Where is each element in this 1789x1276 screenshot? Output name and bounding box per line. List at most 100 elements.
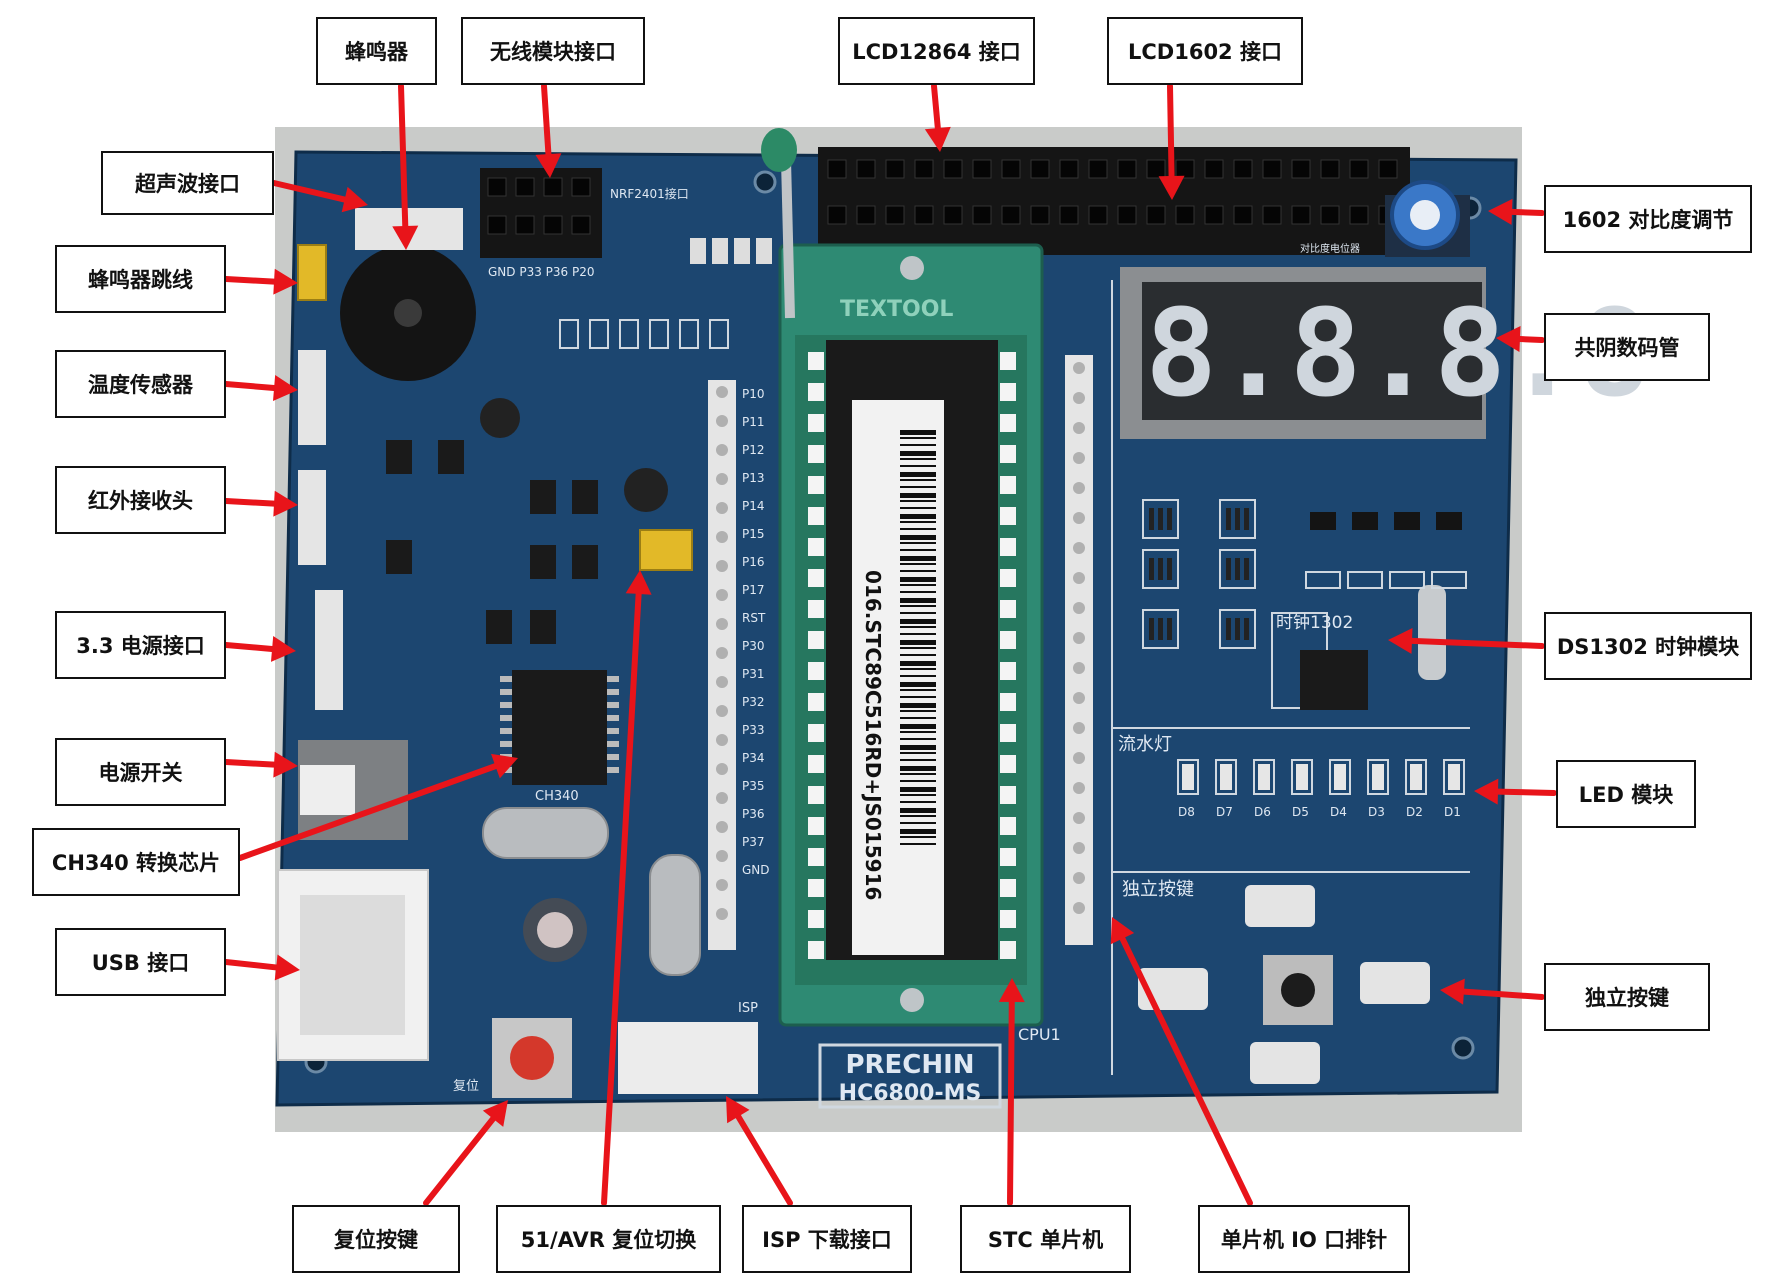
label-buzzer: 蜂鸣器 [316, 17, 437, 85]
contrast-pot-part: 对比度电位器 [1300, 180, 1470, 257]
arrow [1460, 988, 1545, 1000]
label-isp: ISP 下载接口 [742, 1205, 912, 1273]
led-label: D8 [1178, 805, 1195, 819]
arrowhead [726, 1096, 750, 1124]
led-silk: 流水灯 [1118, 734, 1172, 755]
label-stc-mcu: STC 单片机 [960, 1205, 1131, 1273]
ch340-silk: CH340 [535, 789, 579, 804]
label-lcd12864: LCD12864 接口 [838, 17, 1035, 85]
pin-label: P35 [742, 779, 765, 793]
pin-label: P34 [742, 751, 765, 765]
arrowhead [1474, 778, 1499, 805]
buzzer-part [297, 208, 476, 381]
pin-label: P33 [742, 723, 765, 737]
arrow [541, 83, 552, 158]
arrowhead [392, 225, 419, 250]
label-usb: USB 接口 [55, 928, 226, 996]
reset-silk: 复位 [453, 1079, 479, 1094]
pin-label: P15 [742, 527, 765, 541]
led-label: D4 [1330, 805, 1347, 819]
arrowhead [1496, 326, 1521, 353]
label-reset-key: 复位按键 [292, 1205, 460, 1273]
pin-label: P16 [742, 555, 765, 569]
brand: PRECHIN [845, 1050, 974, 1080]
pin-label: P14 [742, 499, 765, 513]
label-buzzer-jumper: 蜂鸣器跳线 [55, 245, 226, 313]
label-ds1302: DS1302 时钟模块 [1544, 612, 1752, 680]
arrowhead [270, 635, 296, 662]
arrowhead [482, 1100, 508, 1127]
arrowhead [1440, 978, 1465, 1005]
arrowhead [274, 954, 300, 981]
label-io-header: 单片机 IO 口排针 [1198, 1205, 1410, 1273]
arrow [1408, 637, 1545, 649]
keys-silk: 独立按键 [1122, 879, 1194, 900]
arrowhead [491, 753, 518, 779]
power-switch-part [298, 740, 408, 840]
nrf-silk: NRF2401接口 [610, 186, 689, 201]
ds1302-part: 时钟1302 [1271, 585, 1446, 710]
arrow [423, 1115, 497, 1206]
keys-area: 独立按键 [1122, 879, 1430, 1084]
clock-silk: 时钟1302 [1276, 613, 1353, 633]
arrow [1007, 998, 1015, 1206]
arrow [1494, 788, 1557, 796]
nrf-header: NRF2401接口 GND P33 P36 P20 [480, 168, 689, 279]
lcd-headers [818, 147, 1410, 255]
label-ir-receiver: 红外接收头 [55, 466, 226, 534]
led-label: D2 [1406, 805, 1423, 819]
cpu-silk: CPU1 [1018, 1025, 1061, 1044]
socket-text: TEXTOOL [840, 297, 953, 322]
arrow [931, 83, 941, 132]
callout-arrows [223, 83, 1557, 1206]
label-temp-sensor: 温度传感器 [55, 350, 226, 418]
led-label: D7 [1216, 805, 1233, 819]
brand-plate: PRECHIN HC6800-MS CPU1 [818, 1025, 1061, 1109]
contrast-pot-silk: 对比度电位器 [1300, 242, 1360, 255]
label-led-module: LED 模块 [1556, 760, 1696, 828]
arrow [398, 83, 409, 230]
reset-button-part: 复位 [453, 1018, 572, 1098]
arrow [223, 959, 280, 971]
pin-label: GND [742, 863, 770, 877]
pin-label: P13 [742, 471, 765, 485]
led-label: D1 [1444, 805, 1461, 819]
arrow [1119, 935, 1253, 1206]
led-label: D5 [1292, 805, 1309, 819]
label-ch340: CH340 转换芯片 [32, 828, 240, 896]
label-ultrasonic: 超声波接口 [101, 151, 274, 215]
arrowhead [1388, 627, 1413, 654]
arrowhead [924, 126, 951, 152]
model: HC6800-MS [839, 1081, 982, 1106]
label-keys: 独立按键 [1544, 963, 1710, 1031]
arrow [223, 759, 278, 768]
isp-silk: ISP [738, 1001, 758, 1016]
label-seven-seg: 共阴数码管 [1544, 313, 1710, 381]
arrowhead [1158, 175, 1185, 200]
label-power-3v3: 3.3 电源接口 [55, 611, 226, 679]
pin-label: P11 [742, 415, 765, 429]
arrow [237, 763, 499, 861]
arrowhead [625, 570, 652, 595]
arrowhead [1110, 917, 1135, 945]
ch340-part: CH340 [500, 670, 619, 804]
pin-label: P30 [742, 639, 765, 653]
label-wireless-module: 无线模块接口 [461, 17, 645, 85]
arrow [1167, 83, 1175, 180]
pin-label: P37 [742, 835, 765, 849]
arrow [223, 642, 276, 652]
pin-label: P36 [742, 807, 765, 821]
arrowhead [273, 375, 298, 401]
arrow [1516, 336, 1545, 343]
led-label: D3 [1368, 805, 1385, 819]
arrowhead [341, 186, 368, 213]
pin-label: P32 [742, 695, 765, 709]
isp-header-part: ISP [618, 1001, 758, 1094]
arrowhead [998, 978, 1025, 1003]
label-lcd1602: LCD1602 接口 [1107, 17, 1303, 85]
chip-text: 016.STC89C516RD+JS015916 [861, 570, 885, 900]
arrowhead [273, 268, 298, 295]
io-headers: P10P11P12P13P14P15P16P17RSTP30P31P32P33P… [708, 355, 1093, 950]
led-label: D6 [1254, 805, 1271, 819]
